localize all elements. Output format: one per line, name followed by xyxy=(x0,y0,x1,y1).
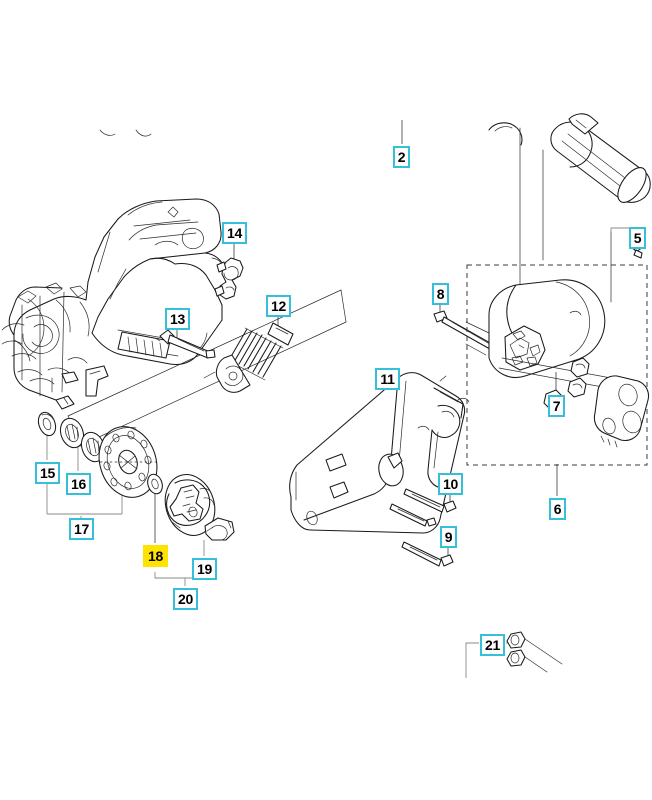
part-18-washer xyxy=(147,473,163,495)
part-10-bolt xyxy=(403,488,457,513)
part-11-clutch-cover xyxy=(289,372,470,534)
top-edge-fragments xyxy=(99,129,152,137)
callout-label-text: 2 xyxy=(397,149,406,165)
callout-12[interactable]: 12 xyxy=(266,295,291,317)
callout-13[interactable]: 13 xyxy=(165,308,190,330)
part-12-spring-assembly xyxy=(203,322,294,393)
callout-10[interactable]: 10 xyxy=(438,473,463,495)
crankcase-assembly xyxy=(1,282,109,410)
callout-label-text: 13 xyxy=(170,311,185,327)
handle-bar-assembly xyxy=(85,198,230,365)
coil-spring xyxy=(226,327,284,381)
callout-6[interactable]: 6 xyxy=(549,498,566,520)
callout-label-text: 6 xyxy=(553,501,562,517)
callout-17[interactable]: 17 xyxy=(69,518,94,540)
part-15-washer xyxy=(37,411,57,437)
callout-2[interactable]: 2 xyxy=(393,146,410,168)
part-6-assembly-frame xyxy=(466,264,648,466)
callout-9[interactable]: 9 xyxy=(440,526,457,548)
callout-5[interactable]: 5 xyxy=(629,227,646,249)
callout-label-text: 7 xyxy=(552,398,561,414)
callout-label-text: 21 xyxy=(485,637,500,653)
inner-cover-assembly xyxy=(465,279,649,448)
callout-18[interactable]: 18 xyxy=(143,545,168,567)
callout-label-text: 17 xyxy=(74,521,89,537)
callout-15[interactable]: 15 xyxy=(35,462,60,484)
part-17-clutch-drum xyxy=(98,426,158,498)
callout-14[interactable]: 14 xyxy=(222,222,247,244)
callout-label-text: 18 xyxy=(148,548,163,564)
part-9-screws xyxy=(389,503,454,567)
callout-label-text: 11 xyxy=(380,371,395,387)
part-20-clutch xyxy=(164,474,216,536)
callout-11[interactable]: 11 xyxy=(375,368,400,390)
callout-label-text: 8 xyxy=(436,286,445,302)
callout-7[interactable]: 7 xyxy=(548,395,565,417)
callout-20[interactable]: 20 xyxy=(173,588,198,610)
callout-label-text: 12 xyxy=(271,298,286,314)
part-13-stud xyxy=(154,329,216,359)
muffler-assembly xyxy=(488,113,651,303)
callout-label-text: 15 xyxy=(40,465,55,481)
callout-label-text: 5 xyxy=(633,230,642,246)
callout-19[interactable]: 19 xyxy=(192,558,217,580)
callout-label-text: 20 xyxy=(178,591,193,607)
callout-21[interactable]: 21 xyxy=(480,634,505,656)
callout-label-text: 10 xyxy=(443,476,458,492)
callout-8[interactable]: 8 xyxy=(432,283,449,305)
part-21-nuts xyxy=(506,631,563,673)
part-14-bracket xyxy=(214,257,244,300)
callout-label-text: 19 xyxy=(197,561,212,577)
callout-label-text: 9 xyxy=(444,529,453,545)
callout-label-text: 16 xyxy=(71,476,86,492)
part-19-clip xyxy=(204,517,235,541)
callout-16[interactable]: 16 xyxy=(66,473,91,495)
callout-label-text: 14 xyxy=(227,225,242,241)
